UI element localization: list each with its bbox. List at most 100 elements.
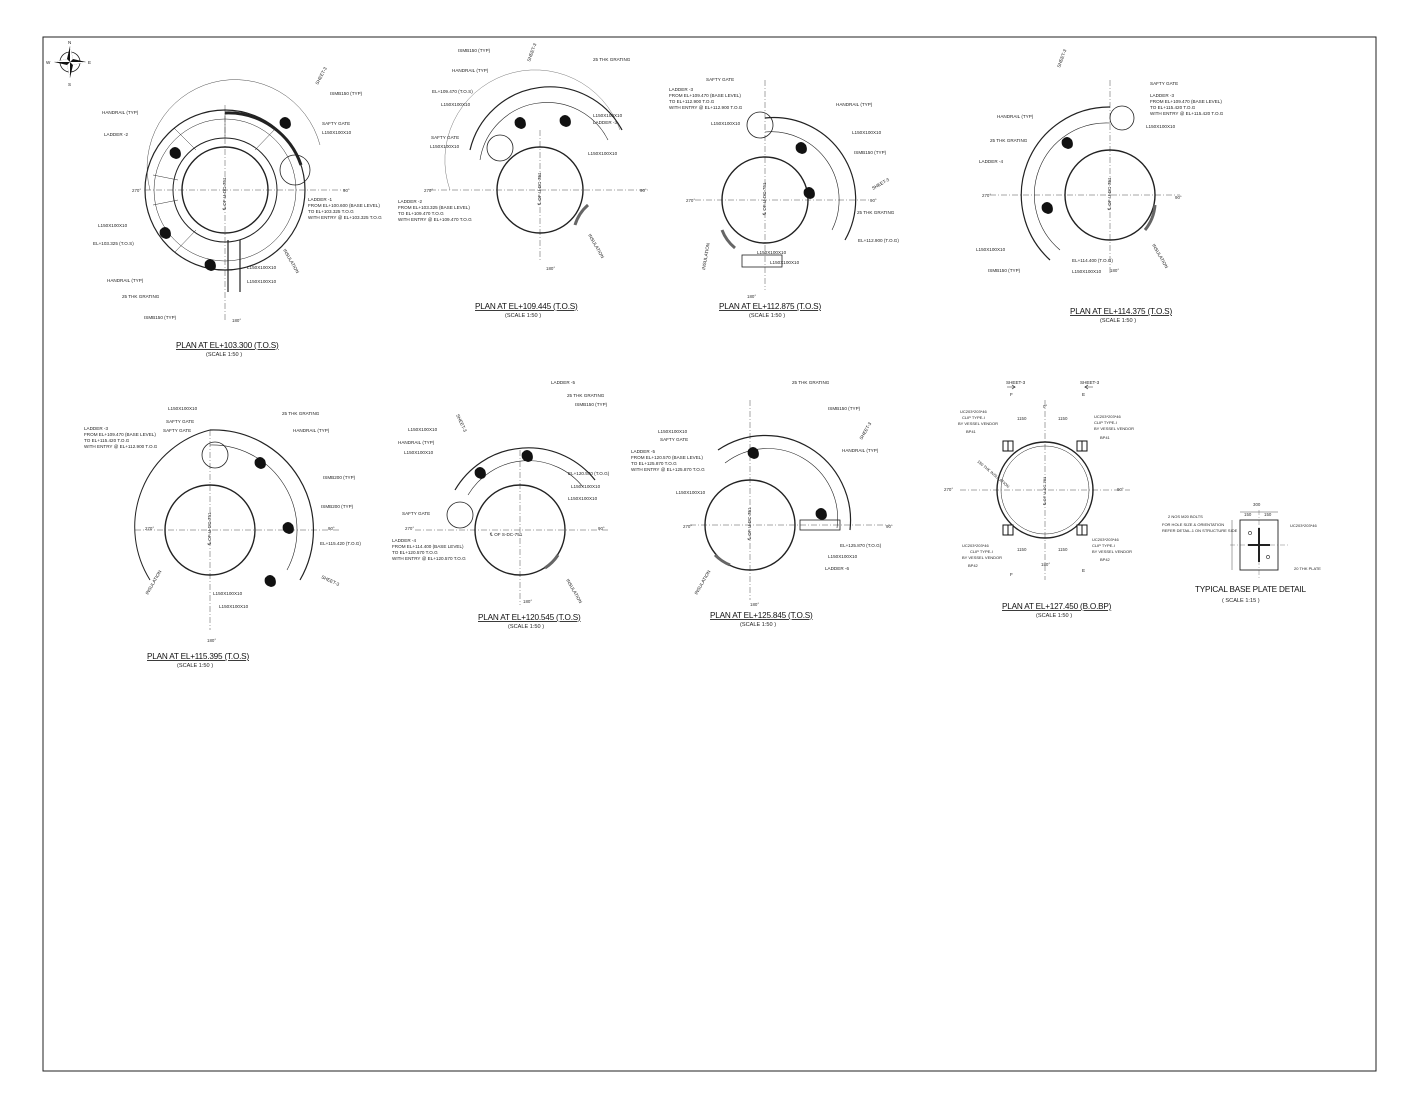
p8-label-8: UC203*203*46	[962, 543, 989, 548]
p1-label-17: INSULATION	[282, 248, 300, 274]
detail-scale: ( SCALE 1:15 )	[1222, 598, 1260, 604]
p8-tick-0: 0°	[1043, 404, 1047, 409]
p8-label-7: BP41	[1100, 435, 1111, 440]
p6-label-6: EL+120.570 (T.O.G)	[568, 471, 610, 476]
plan-4: HANDRAIL (TYP) SAFTY GATE LADDER -3 FROM…	[976, 48, 1224, 324]
p7-scale: (SCALE 1:50 )	[740, 622, 776, 628]
p3-label-11: L150X100X10	[757, 250, 787, 255]
p6-label-9: SAFTY GATE	[402, 511, 430, 516]
p8-dim-1: 1150	[1058, 416, 1068, 421]
p6-title: PLAN AT EL+120.545 (T.O.S)	[478, 613, 581, 622]
p2-title: PLAN AT EL+109.445 (T.O.S)	[475, 302, 578, 311]
p6-center: ℄ OF S-DC-751	[489, 532, 523, 537]
p5-label-9: ISMB200 (TYP)	[323, 475, 356, 480]
p3-tick-90: 90°	[870, 198, 877, 203]
p4-label-7: 25 THK GRATING	[990, 138, 1028, 143]
p6-label-13: WITH ENTRY @ EL+120.570 T.O.G	[392, 556, 466, 561]
p3-label-2: FROM EL+109.470 (BASE LEVEL)	[669, 93, 741, 98]
p2-tick-270: 270°	[424, 188, 433, 193]
p1-label-5: HANDRAIL (TYP)	[107, 278, 144, 283]
compass-n: N	[68, 40, 71, 45]
p8-dim-3: 1150	[1058, 547, 1068, 552]
p3-label-6: HANDRAIL (TYP)	[836, 102, 873, 107]
p4-label-12: L150X100X10	[1072, 269, 1102, 274]
p8-label-3: BP41	[966, 429, 977, 434]
p5-tick-180: 180°	[207, 638, 216, 643]
detail-dim-1: 150	[1244, 512, 1252, 517]
p1-label-14: WITH ENTRY @ EL+103.325 T.O.G	[308, 215, 382, 220]
p1-label-6: 25 THK GRATING	[122, 294, 160, 299]
p1-label-7: ISMB150 (TYP)	[144, 315, 177, 320]
p8-sheet-left: SHEET-3	[1006, 380, 1026, 385]
p2-label-3: L150X100X10	[441, 102, 471, 107]
p8-label-0: UC203*203*46	[960, 409, 987, 414]
compass-e: E	[88, 60, 91, 65]
p2-label-13: WITH ENTRY @ EL+109.470 T.O.G	[398, 217, 472, 222]
p3-title: PLAN AT EL+112.875 (T.O.S)	[719, 302, 821, 311]
p5-label-10: ISMB200 (TYP)	[321, 504, 354, 509]
p8-label-15: BP42	[1100, 557, 1111, 562]
p6-scale: (SCALE 1:50 )	[508, 624, 544, 630]
p8-mark-e-top: E	[1082, 392, 1085, 397]
plan-7: 25 THK GRATING L150X100X10 SAFTY GATE LA…	[631, 380, 893, 628]
p4-tick-180: 180°	[1110, 268, 1119, 273]
p3-label-8: ISMB150 (TYP)	[854, 150, 887, 155]
p8-label-4: UC203*203*46	[1094, 414, 1121, 419]
p3-label-12: L150X100X10	[770, 260, 800, 265]
p7-label-0: 25 THK GRATING	[792, 380, 830, 385]
p7-label-4: FROM EL+120.570 (BASE LEVEL)	[631, 455, 703, 460]
p5-label-14: INSULATION	[145, 569, 163, 595]
p7-label-13: INSULATION	[694, 569, 712, 595]
plan-8: SHEET-3 SHEET-3 F E F E UC203*203*46 CLI…	[944, 380, 1134, 619]
p6-label-4: HANDRAIL (TYP)	[398, 440, 435, 445]
p8-scale: (SCALE 1:50 )	[1036, 613, 1072, 619]
p2-label-4: SAFTY GATE	[431, 135, 459, 140]
p7-title: PLAN AT EL+125.845 (T.O.S)	[710, 611, 813, 620]
p6-tick-180: 180°	[523, 599, 532, 604]
p4-label-2: LADDER -3	[1150, 93, 1174, 98]
p6-label-12: TO EL+120.570 T.O.G	[392, 550, 438, 555]
detail-label-4: 20 THK PLATE	[1294, 566, 1321, 571]
p5-label-8: HANDRAIL (TYP)	[293, 428, 330, 433]
p8-label-6: BY VESSEL VENDOR	[1094, 426, 1134, 431]
detail-label-1: FOR HOLE SIZE & ORIENTATION	[1162, 522, 1224, 527]
p1-label-18: SHEET-3	[314, 66, 328, 86]
p2-center: ℄ OF U-DC-751	[537, 172, 542, 206]
p4-label-8: LADDER -4	[979, 159, 1003, 164]
p6-label-3: L150X100X10	[408, 427, 438, 432]
p1-label-9: SAFTY GATE	[322, 121, 350, 126]
p8-dim-0: 1150	[1017, 416, 1027, 421]
p7-label-9: L150X100X10	[676, 490, 706, 495]
p7-label-8: HANDRAIL (TYP)	[842, 448, 879, 453]
p1-tick-90: 90°	[343, 188, 350, 193]
p1-label-16: L150X100X10	[247, 279, 277, 284]
p3-label-1: LADDER -3	[669, 87, 693, 92]
p2-label-10: LADDER -2	[398, 199, 422, 204]
p8-mark-e-bottom: E	[1082, 568, 1085, 573]
p6-label-15: SHEET-3	[455, 413, 468, 433]
p8-label-11: BP42	[968, 563, 979, 568]
p1-label-2: L150X100X10	[98, 223, 128, 228]
p4-label-13: INSULATION	[1151, 243, 1169, 269]
p3-tick-180: 180°	[747, 294, 756, 299]
p1-label-3: EL+103.325 (T.O.S)	[93, 241, 134, 246]
p6-label-2: ISMB150 (TYP)	[575, 402, 608, 407]
p3-label-7: L150X100X10	[852, 130, 882, 135]
p4-title: PLAN AT EL+114.375 (T.O.S)	[1070, 307, 1172, 316]
p4-label-14: SHEET-3	[1056, 48, 1067, 68]
p7-label-7: ISMB150 (TYP)	[828, 406, 861, 411]
compass-s: S	[68, 82, 71, 87]
base-plate-detail: 300 150 150 2 NOS M20 BOLTS FOR HOLE SIZ…	[1162, 502, 1321, 604]
p8-mark-f-bottom: F	[1010, 572, 1013, 577]
p4-label-9: L150X100X10	[976, 247, 1006, 252]
p8-mark-f-top: F	[1010, 392, 1013, 397]
detail-dim-2: 150	[1264, 512, 1272, 517]
p4-scale: (SCALE 1:50 )	[1100, 318, 1136, 324]
p8-tick-90: 90°	[1117, 487, 1124, 492]
plan-1: HANDRAIL (TYP) LADDER -2 L150X100X10 EL+…	[93, 66, 382, 358]
p5-label-13: L150X100X10	[219, 604, 249, 609]
p8-label-1: CLIP TYPE-I	[962, 415, 985, 420]
p5-label-11: EL+115.420 (T.O.G)	[320, 541, 361, 546]
p5-label-3: FROM EL+109.470 (BASE LEVEL)	[84, 432, 156, 437]
p6-tick-270: 270°	[405, 526, 414, 531]
